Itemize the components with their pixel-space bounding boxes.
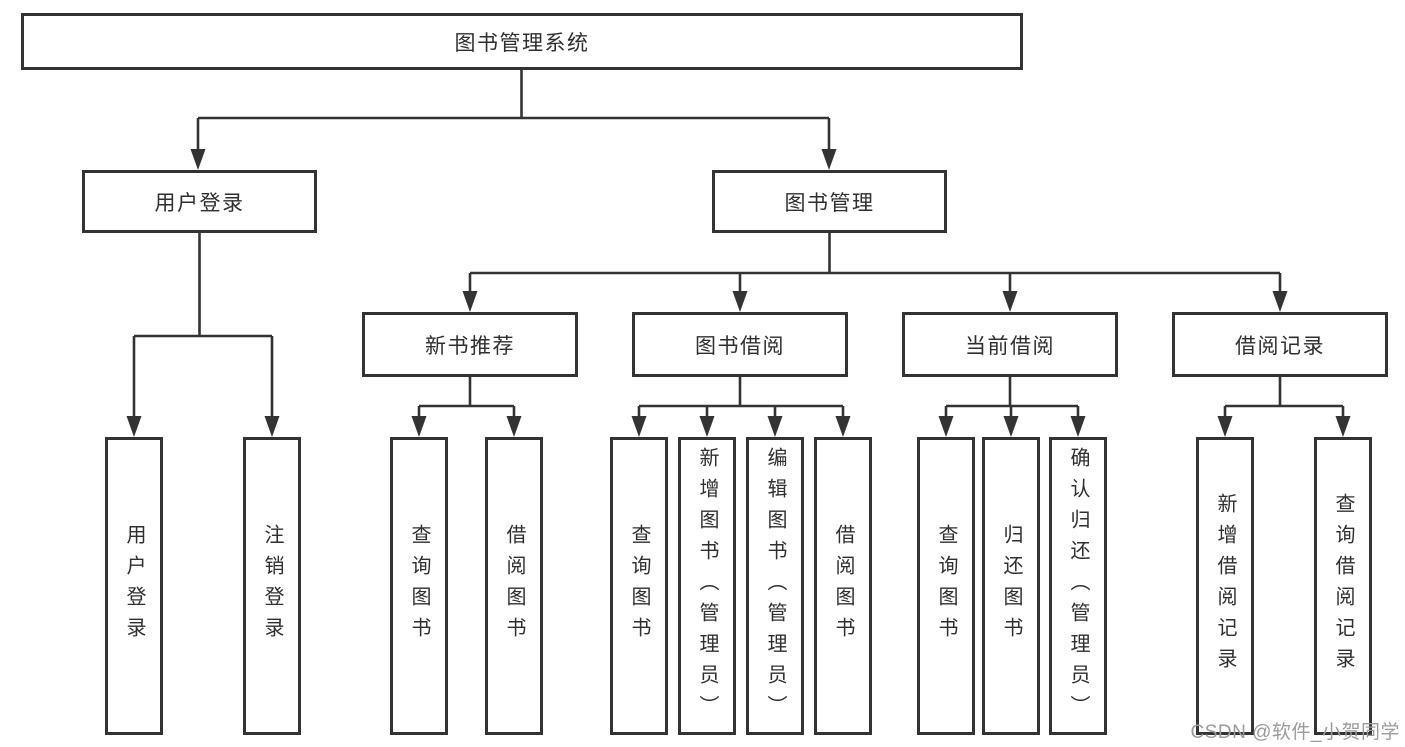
node-label: 借阅图书 — [832, 524, 854, 648]
node-label: 查询图书 — [935, 524, 957, 648]
node-label: 查询图书 — [408, 524, 430, 648]
leaf-add-books-admin: 新增图书（管理员） — [678, 437, 736, 735]
node-label: 图书借阅 — [695, 334, 785, 358]
node-borrow-records: 借阅记录 — [1172, 312, 1388, 377]
csdn-watermark: CSDN @软件_小贺同学 — [1190, 722, 1400, 743]
leaf-logout: 注销登录 — [243, 437, 301, 735]
leaf-add-borrow-record: 新增借阅记录 — [1196, 437, 1254, 735]
node-label: 归还图书 — [1000, 524, 1022, 648]
node-label: 借阅记录 — [1235, 334, 1325, 358]
node-label: 查询图书 — [628, 524, 650, 648]
node-label: 图书管理系统 — [454, 31, 590, 55]
leaf-query-borrow-record: 查询借阅记录 — [1314, 437, 1372, 735]
node-label: 确认归还（管理员） — [1067, 446, 1089, 726]
node-label: 用户登录 — [154, 191, 245, 215]
leaf-confirm-return-admin: 确认归还（管理员） — [1049, 437, 1107, 735]
node-label: 用户登录 — [123, 524, 145, 648]
node-book-borrow: 图书借阅 — [632, 312, 848, 377]
node-book-management: 图书管理 — [712, 170, 947, 233]
leaf-borrow-books-recommend: 借阅图书 — [485, 437, 543, 735]
node-label: 新增图书（管理员） — [696, 446, 718, 726]
leaf-query-books-recommend: 查询图书 — [390, 437, 448, 735]
node-label: 新增借阅记录 — [1214, 493, 1236, 679]
node-current-borrow: 当前借阅 — [902, 312, 1118, 377]
node-label: 借阅图书 — [503, 524, 525, 648]
node-label: 图书管理 — [784, 191, 875, 215]
node-label: 当前借阅 — [965, 334, 1055, 358]
leaf-query-books-current: 查询图书 — [917, 437, 975, 735]
leaf-borrow-books: 借阅图书 — [814, 437, 872, 735]
leaf-edit-books-admin: 编辑图书（管理员） — [746, 437, 804, 735]
node-label: 注销登录 — [261, 524, 283, 648]
leaf-return-books: 归还图书 — [982, 437, 1040, 735]
node-new-book-recommend: 新书推荐 — [362, 312, 578, 377]
node-user-login: 用户登录 — [82, 170, 317, 233]
node-library-management-system: 图书管理系统 — [21, 13, 1023, 70]
node-label: 查询借阅记录 — [1332, 493, 1354, 679]
node-label: 编辑图书（管理员） — [764, 446, 786, 726]
node-label: 新书推荐 — [425, 334, 515, 358]
leaf-user-login: 用户登录 — [105, 437, 163, 735]
leaf-query-books-borrow: 查询图书 — [610, 437, 668, 735]
